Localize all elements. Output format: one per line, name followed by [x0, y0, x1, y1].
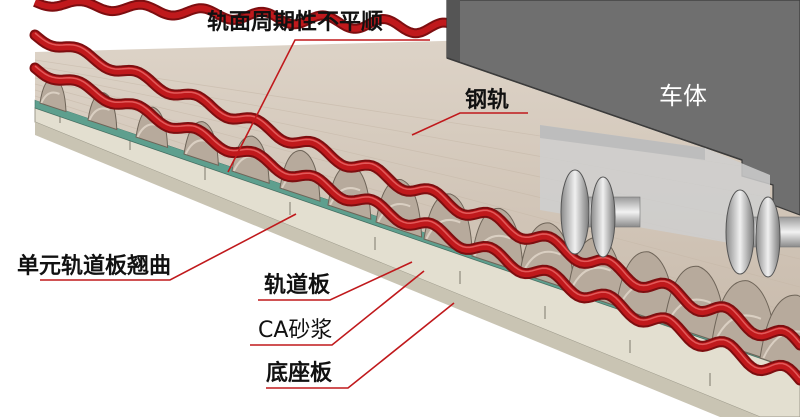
label-track-slab: 轨道板 — [264, 273, 331, 298]
rail — [31, 31, 800, 349]
leader-lines — [40, 39, 528, 389]
wheelsets — [560, 169, 800, 278]
label-slab-warping: 单元轨道板翘曲 — [17, 254, 172, 279]
leader-slab-warping — [40, 213, 297, 281]
leader-track-slab — [258, 261, 413, 301]
wheel — [725, 189, 755, 275]
rail-highlight — [34, 65, 800, 379]
label-base-plate: 底座板 — [266, 361, 333, 386]
wheel — [560, 169, 590, 255]
wheel — [755, 196, 781, 278]
slab-warping-highlight — [40, 91, 60, 104]
label-periodic-irregularity: 轨面周期性不平顺 — [207, 10, 384, 35]
label-car-body: 车体 — [659, 82, 707, 110]
rail — [33, 0, 462, 37]
leader-base-plate — [266, 302, 455, 389]
slab-warping-highlight — [88, 107, 111, 121]
label-ca-mortar: CA砂浆 — [258, 318, 333, 343]
wheel — [590, 176, 616, 258]
label-rail: 钢轨 — [465, 88, 510, 113]
rail-highlight — [34, 32, 800, 344]
rails — [29, 0, 800, 386]
slab-warping-highlight — [329, 187, 361, 206]
leader-rail — [411, 112, 528, 136]
rail — [31, 64, 800, 384]
leader-periodic-irregularity — [227, 39, 430, 173]
slab-warping-highlight — [377, 202, 411, 223]
car-body — [446, 0, 800, 216]
slab-warping-highlight — [425, 218, 461, 240]
leader-ca-mortar — [250, 270, 425, 346]
